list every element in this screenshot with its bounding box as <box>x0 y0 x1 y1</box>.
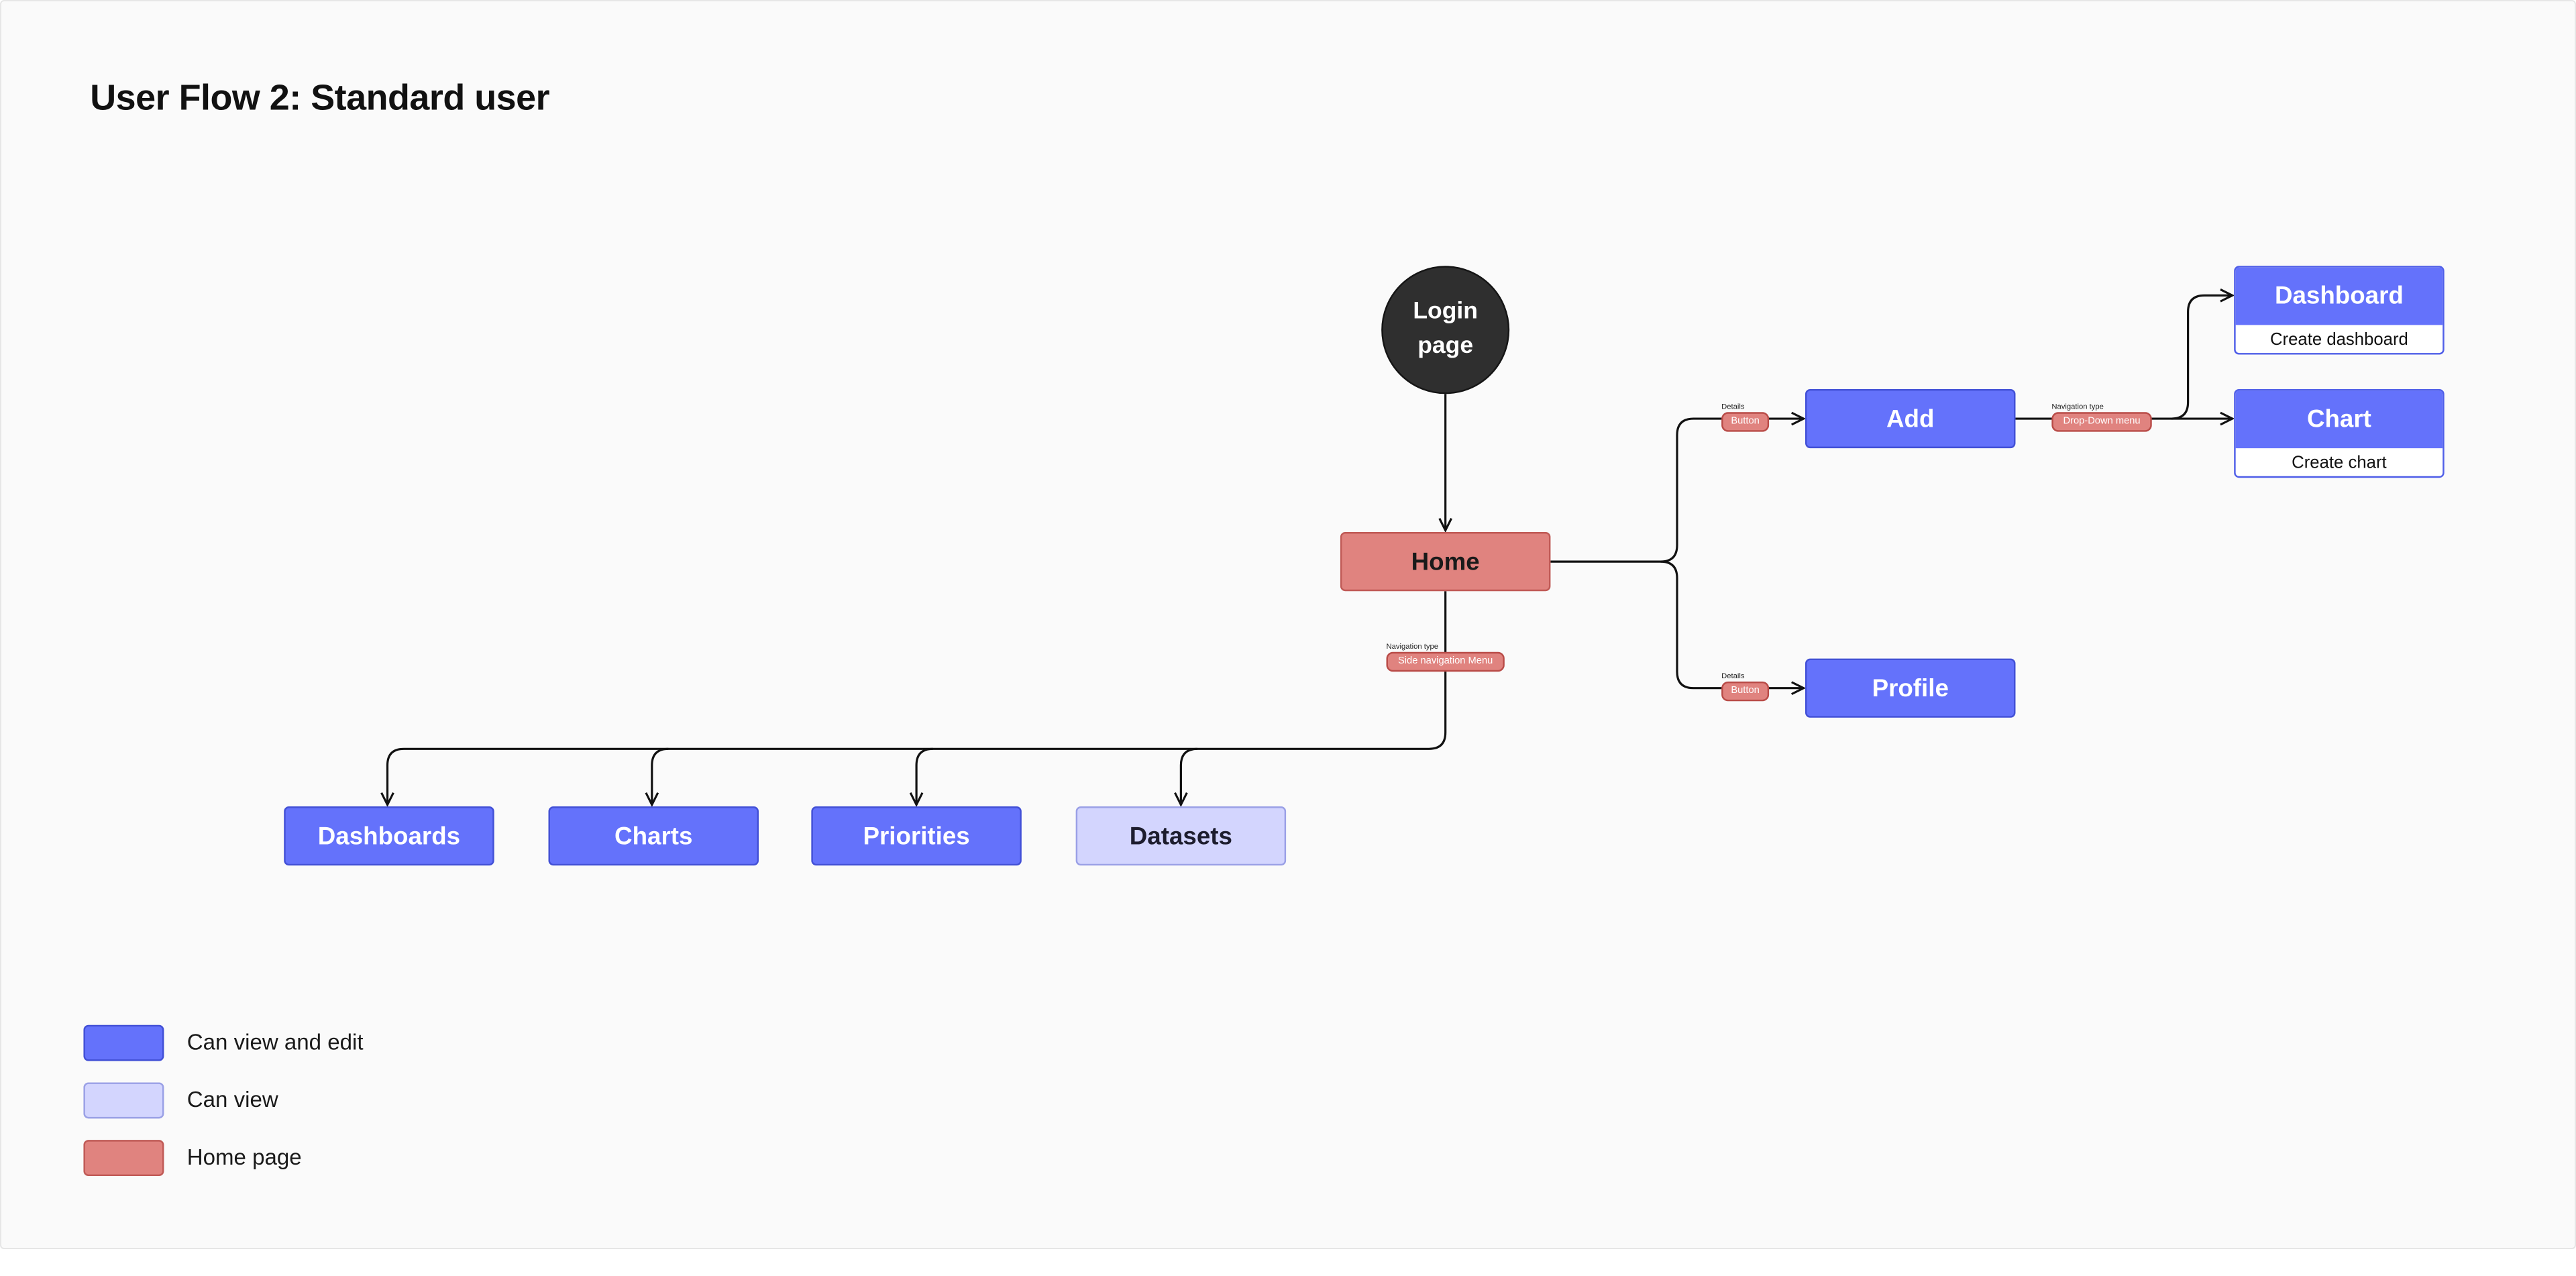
profile-details-caption: Details <box>1721 672 1745 680</box>
dashboard-card[interactable]: Dashboard Create dashboard <box>2234 266 2445 355</box>
chart-card-subtitle: Create chart <box>2292 452 2387 472</box>
dropdown-caption: Navigation type <box>2051 402 2104 411</box>
legend-label-edit: Can view and edit <box>186 1030 364 1055</box>
home-node[interactable]: Home <box>1340 532 1551 592</box>
legend-label-home: Home page <box>186 1145 302 1170</box>
edge-add-dashboard <box>2171 295 2233 420</box>
chart-card-title: Chart <box>2235 390 2443 449</box>
dropdown-pill: Drop-Down menu <box>2051 412 2152 432</box>
legend-swatch-view <box>83 1082 164 1119</box>
chart-card[interactable]: Chart Create chart <box>2234 388 2445 478</box>
edge-hub-charts <box>652 747 669 804</box>
legend-swatch-edit <box>83 1024 164 1061</box>
side-nav-pill: Side navigation Menu <box>1386 651 1505 672</box>
diagram-canvas: User Flow 2: Standard user Login page Ho… <box>0 0 2576 1249</box>
login-node-line1: Login <box>1413 299 1479 325</box>
profile-button-pill: Button <box>1721 681 1770 702</box>
charts-node[interactable]: Charts <box>548 806 759 866</box>
flow-connectors <box>1 1 2576 1250</box>
diagram-stage: User Flow 2: Standard user Login page Ho… <box>1 1 2576 1250</box>
edge-hub-datasets <box>1181 747 1197 804</box>
edge-hub-priorities <box>916 747 933 804</box>
edge-home-add <box>1550 419 1803 563</box>
legend-swatch-home <box>83 1140 164 1177</box>
login-page-node[interactable]: Login page <box>1381 266 1510 394</box>
edge-home-hub <box>388 591 1447 804</box>
add-button-pill: Button <box>1721 412 1770 432</box>
dashboard-card-title: Dashboard <box>2235 267 2443 325</box>
side-nav-caption: Navigation type <box>1386 642 1439 651</box>
legend-label-view: Can view <box>186 1087 278 1112</box>
priorities-node[interactable]: Priorities <box>811 806 1022 866</box>
edge-home-profile <box>1660 560 1803 688</box>
dashboard-card-subtitle: Create dashboard <box>2269 329 2408 349</box>
add-node[interactable]: Add <box>1805 388 2016 449</box>
profile-node[interactable]: Profile <box>1805 658 2016 718</box>
page-title: User Flow 2: Standard user <box>90 76 550 118</box>
add-details-caption: Details <box>1721 402 1745 411</box>
datasets-node[interactable]: Datasets <box>1075 806 1287 866</box>
dashboards-node[interactable]: Dashboards <box>284 806 494 866</box>
login-node-line2: page <box>1417 333 1474 360</box>
